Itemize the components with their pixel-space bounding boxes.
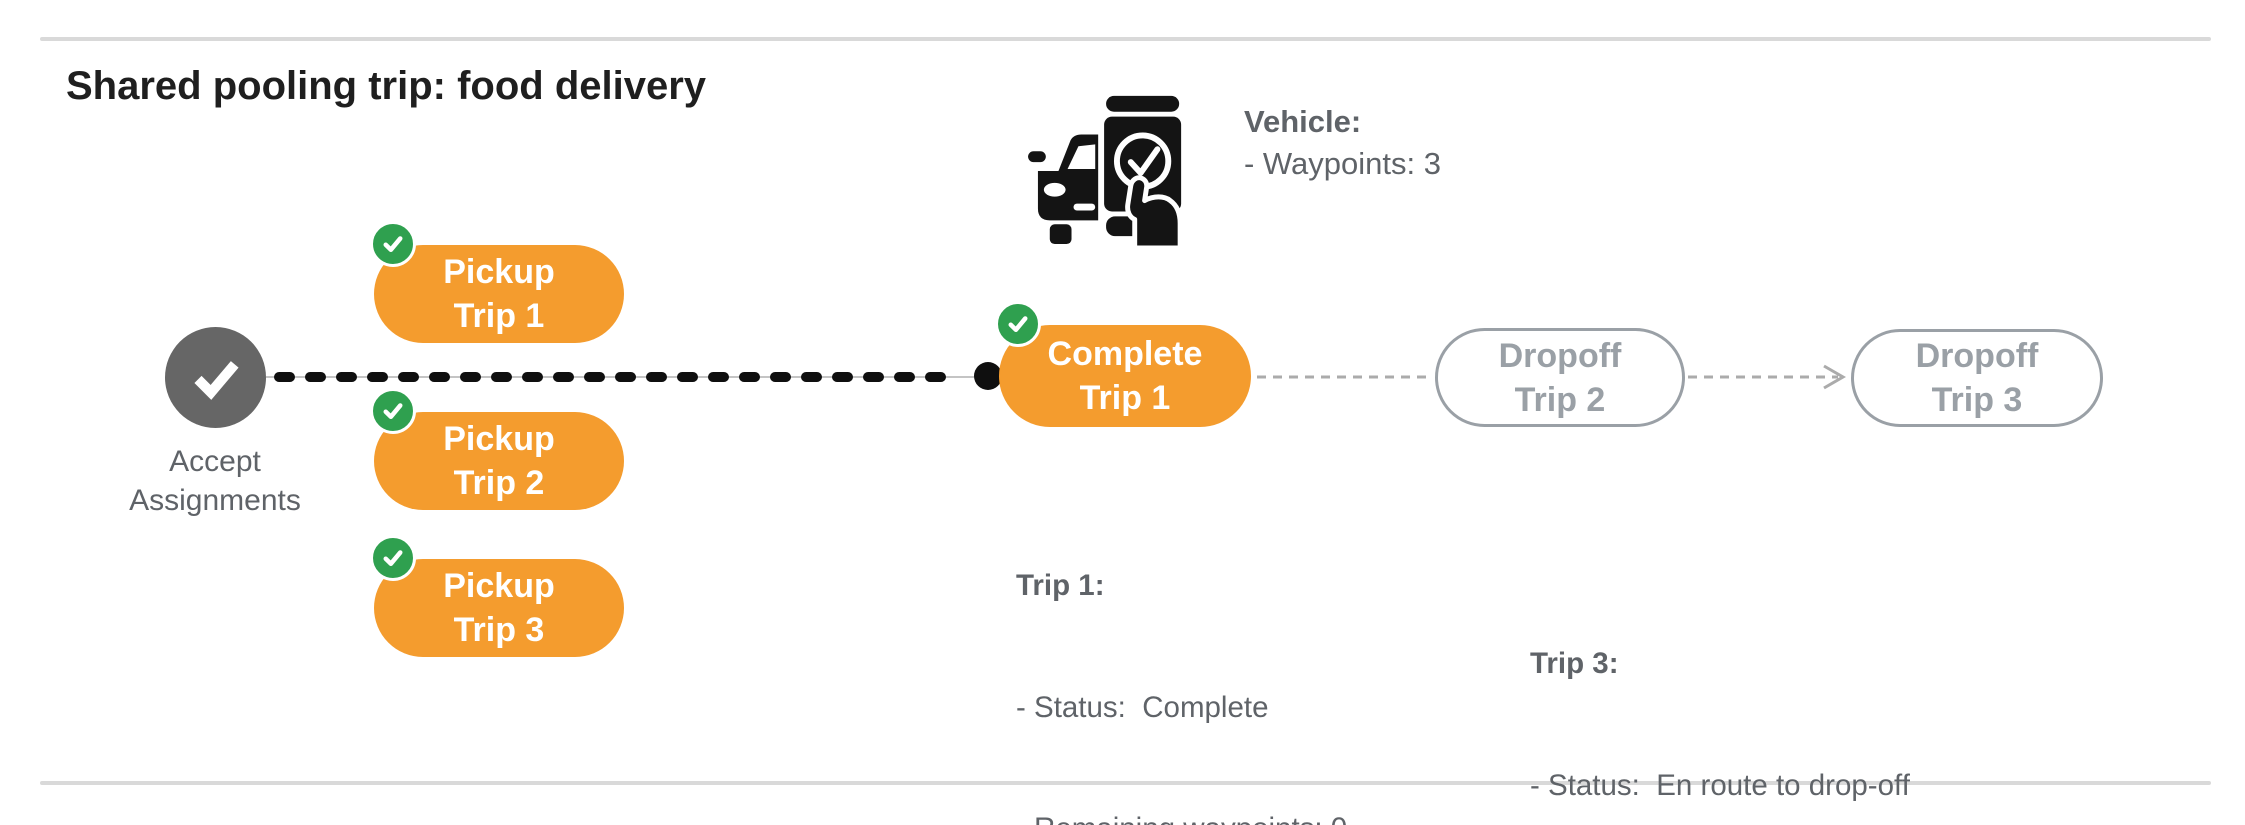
- car-mirror: [1028, 151, 1046, 163]
- bottom-divider: [40, 781, 2211, 785]
- check-icon: [383, 550, 403, 566]
- car-wheel: [1049, 224, 1072, 245]
- trip-1-2-details: Trip 1: - Status: Complete - Remaining w…: [1016, 485, 1396, 825]
- top-divider: [40, 37, 2211, 41]
- pickup-trip-3-pill: Pickup Trip 3: [370, 535, 624, 657]
- phone-check-mark: [1127, 146, 1161, 176]
- hand-finger: [1125, 175, 1183, 248]
- page-title: Shared pooling trip: food delivery: [66, 64, 707, 108]
- phone-top-bar: [1106, 95, 1180, 112]
- dropoff-trip-2-pill: Dropoff Trip 2: [1435, 328, 1685, 427]
- vehicle-waypoints: - Waypoints: 3: [1244, 146, 1441, 181]
- car-grille: [1073, 203, 1096, 211]
- vehicle-label: Vehicle:: [1244, 104, 1362, 139]
- check-badge: [370, 535, 416, 581]
- arrowhead-icon: [1823, 364, 1846, 390]
- trip-3-status: - Status: En route to drop-off: [1530, 768, 1910, 802]
- accept-assignments-label: Accept Assignments: [129, 445, 301, 517]
- check-icon: [383, 403, 403, 419]
- check-icon: [1008, 316, 1028, 332]
- trip-1-status: - Status: Complete: [1016, 690, 1269, 724]
- check-icon: [383, 236, 403, 252]
- accept-assignments-node: [165, 327, 266, 428]
- trip-1-heading: Trip 1:: [1016, 569, 1105, 602]
- current-position-dot: [974, 362, 1002, 390]
- check-icon: [193, 360, 239, 400]
- trip-3-details: Trip 3: - Status: En route to drop-off -…: [1530, 563, 1910, 825]
- car-windshield: [1067, 144, 1096, 169]
- complete-trip-1-pill: Complete Trip 1: [995, 301, 1251, 427]
- vehicle-info: Vehicle: - Waypoints: 3: [1244, 101, 1441, 185]
- check-badge: [370, 221, 416, 267]
- car-headlight: [1043, 182, 1066, 197]
- dropoff-trip-3-pill: Dropoff Trip 3: [1851, 329, 2103, 427]
- pickup-trip-1-pill: Pickup Trip 1: [370, 221, 624, 343]
- car-with-phone-check-icon: [1028, 90, 1188, 248]
- trip-3-heading: Trip 3:: [1530, 647, 1619, 680]
- check-badge: [995, 301, 1041, 347]
- trip-1-waypoints: - Remaining waypoints: 0: [1016, 809, 1396, 825]
- pickup-trip-2-pill: Pickup Trip 2: [370, 388, 624, 510]
- check-badge: [370, 388, 416, 434]
